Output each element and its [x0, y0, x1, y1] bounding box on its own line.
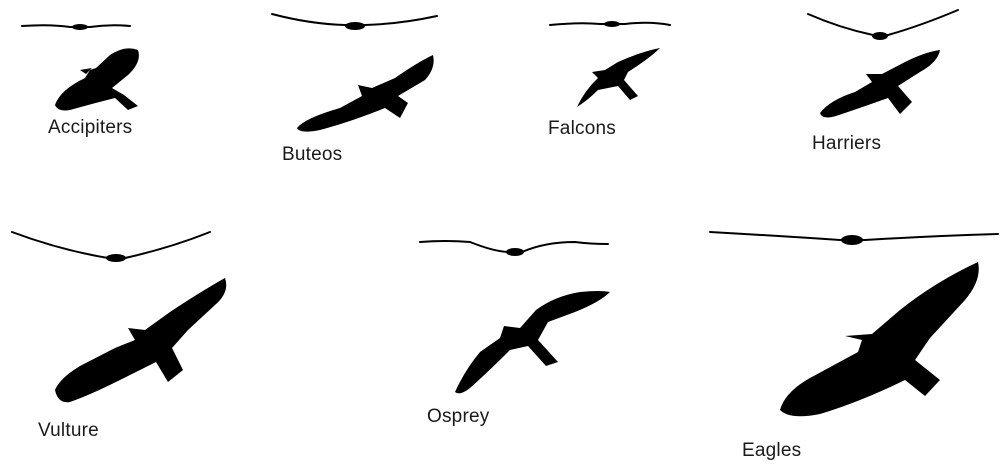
vulture-group	[12, 232, 226, 402]
eagles-group	[710, 232, 998, 416]
falcon-silhouette-icon	[577, 48, 660, 107]
buteo-silhouette-icon	[297, 55, 434, 132]
accipiter-silhouette-icon	[55, 48, 139, 110]
osprey-profile-icon	[420, 241, 608, 256]
accipiter-profile-icon	[22, 24, 130, 30]
harrier-silhouette-icon	[820, 50, 940, 117]
falcons-group	[550, 21, 670, 107]
accipiters-label: Accipiters	[48, 117, 132, 139]
osprey-silhouette-icon	[455, 291, 610, 393]
eagle-profile-icon	[710, 232, 998, 245]
harrier-profile-icon	[808, 10, 958, 40]
harriers-label: Harriers	[812, 133, 881, 155]
osprey-group	[420, 241, 610, 393]
osprey-label: Osprey	[427, 406, 489, 428]
accipiters-group	[22, 24, 139, 110]
vulture-profile-icon	[12, 232, 210, 262]
buteo-profile-icon	[272, 14, 437, 30]
vulture-label: Vulture	[38, 420, 99, 442]
falcons-label: Falcons	[548, 118, 616, 140]
eagles-label: Eagles	[742, 440, 801, 462]
buteos-group	[272, 14, 437, 132]
falcon-profile-icon	[550, 21, 670, 27]
eagle-silhouette-icon	[780, 262, 979, 416]
vulture-silhouette-icon	[55, 278, 226, 402]
harriers-group	[808, 10, 958, 117]
buteos-label: Buteos	[282, 144, 342, 166]
